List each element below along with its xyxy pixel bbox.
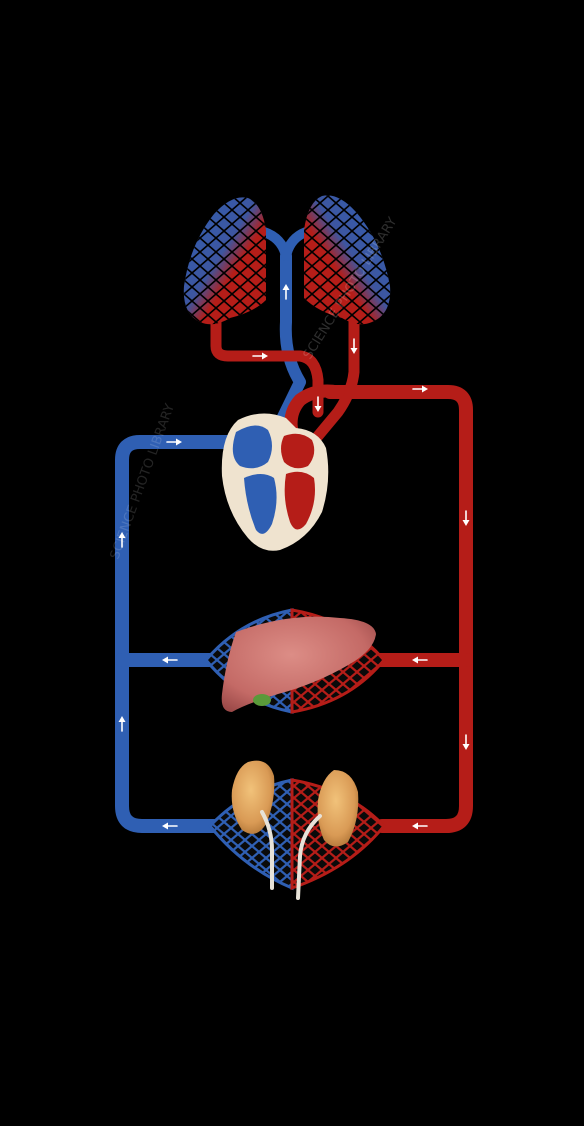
arrow-icon [462,510,470,526]
right-lung [304,195,391,325]
arrow-icon [314,396,322,412]
kidneys [231,760,359,900]
arrow-icon [462,734,470,750]
right-ventricle [244,474,277,534]
left-atrium [281,433,315,469]
arrow-icon [282,284,290,300]
arrow-icon [412,656,428,664]
heart [221,413,329,551]
vena-cava-vessel [115,435,247,833]
right-kidney [317,770,359,847]
gallbladder [253,694,271,706]
vessels [115,227,473,833]
pulmonary-artery-branch-right [281,227,311,261]
right-ureter [296,814,322,900]
arrow-icon [162,656,178,664]
left-ventricle [284,471,315,530]
liver-organ [221,616,376,712]
left-lung [183,197,266,325]
lungs [183,195,391,325]
left-ureter [260,810,274,890]
arrow-icon [162,822,178,830]
arrow-icon [412,822,428,830]
arrow-icon [118,532,126,548]
arrow-icon [166,438,182,446]
arrow-icon [118,716,126,732]
arrow-icon [252,352,268,360]
liver [221,616,376,712]
flow-arrows [118,284,470,830]
right-atrium [232,425,272,469]
arrow-icon [412,385,428,393]
aorta-vessel [323,385,473,833]
pulmonary-vein-right [312,316,360,442]
arrow-icon [350,338,358,354]
